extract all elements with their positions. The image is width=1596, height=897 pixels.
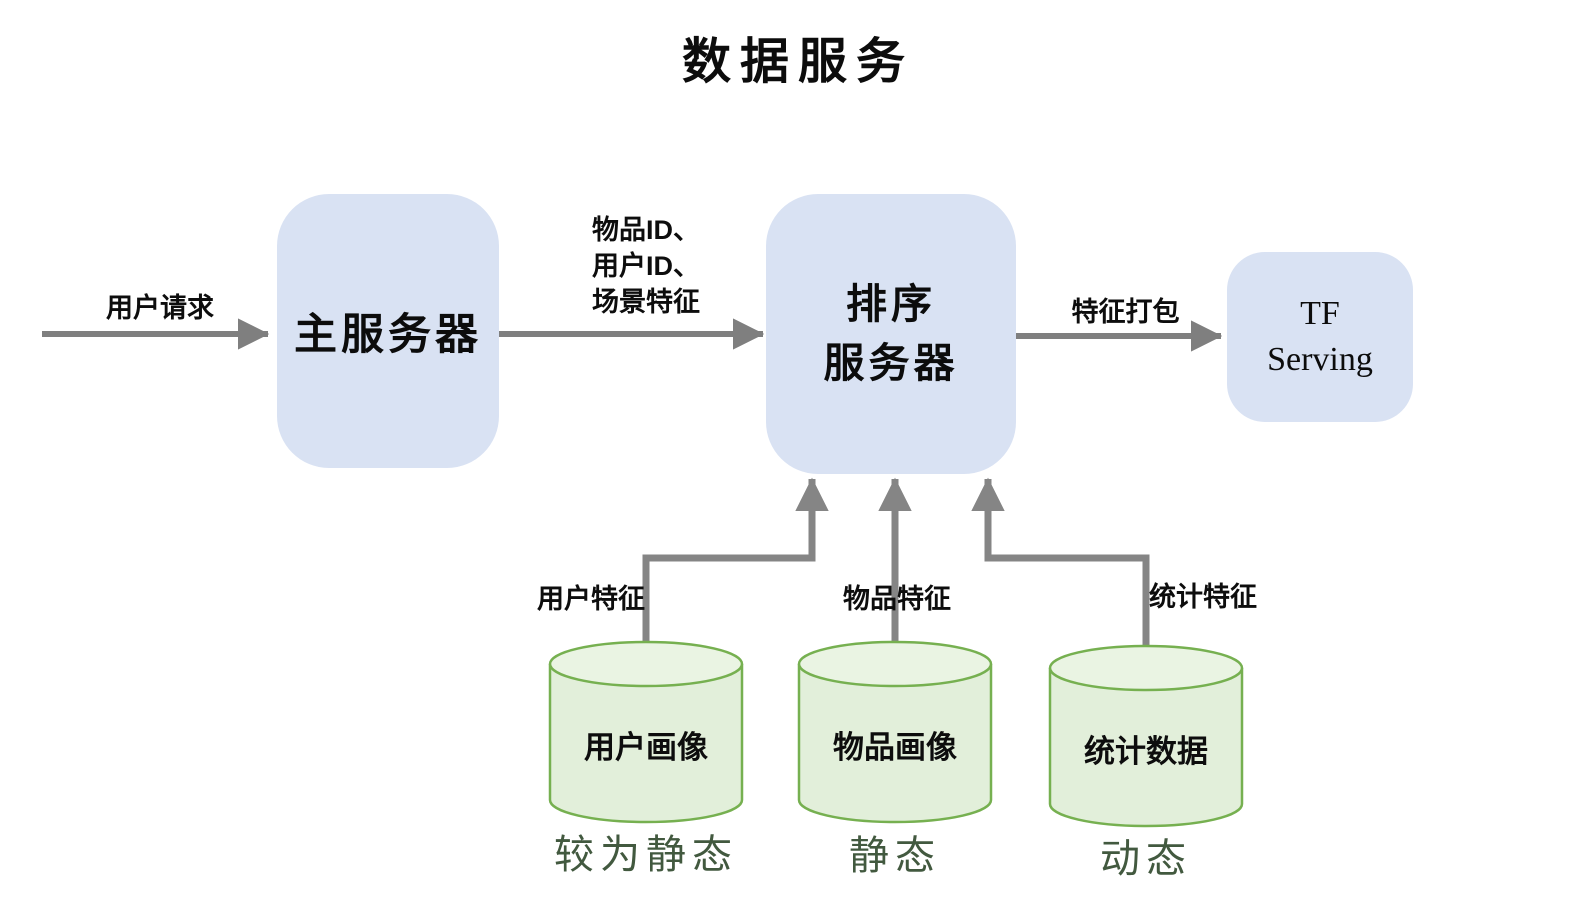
- datastore-label-stat-data: 统计数据: [1084, 734, 1208, 769]
- edge-label-feature-packing: 特征打包: [1071, 297, 1180, 327]
- edge-label-user-request: 用户请求: [106, 293, 214, 323]
- datastore-caption-item-profile: 静态: [849, 834, 941, 878]
- cylinder-item-profile: [797, 640, 993, 824]
- node-ranking-server: 排序 服务器: [766, 194, 1016, 474]
- cylinder-user-profile: [548, 640, 744, 824]
- datastore-label-user-profile: 用户画像: [584, 730, 708, 765]
- edge-label-user-features: 用户特征: [537, 584, 645, 614]
- node-tf-serving: TF Serving: [1227, 252, 1413, 422]
- edge-label-stat-features: 统计特征: [1149, 582, 1257, 612]
- node-main-server: 主服务器: [277, 194, 499, 468]
- diagram-title: 数据服务: [681, 35, 914, 89]
- datastore-label-item-profile: 物品画像: [833, 730, 957, 765]
- datastore-caption-stat-data: 动态: [1100, 837, 1192, 881]
- datastore-caption-user-profile: 较为静态: [554, 833, 738, 877]
- edge-label-ids-scene-features: 物品ID、 用户ID、 场景特征: [592, 215, 700, 317]
- connector-stat-data-to-ranking: [971, 477, 1150, 646]
- connector-user-profile-to-ranking: [642, 477, 829, 642]
- cylinder-stat-data: [1048, 644, 1244, 828]
- edge-label-item-features: 物品特征: [843, 584, 951, 614]
